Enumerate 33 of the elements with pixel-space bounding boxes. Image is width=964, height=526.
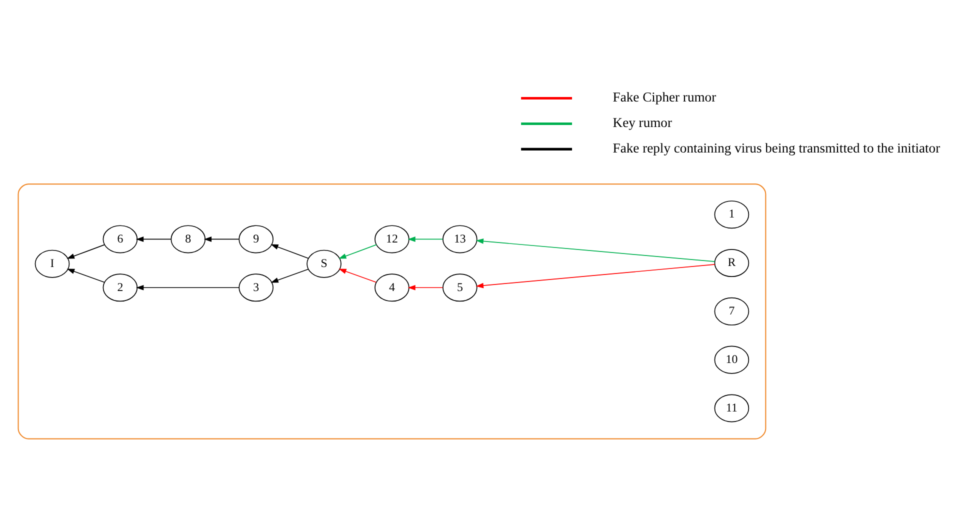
arrow — [270, 244, 309, 259]
node-ellipse: R — [714, 248, 750, 278]
arrow — [338, 244, 377, 259]
arrow — [136, 284, 240, 290]
cluster — [18, 183, 766, 440]
arrow — [204, 236, 240, 242]
arrow — [66, 244, 106, 259]
node-ellipse: 12 — [374, 225, 410, 254]
node-ellipse: 9 — [238, 225, 274, 254]
arrow — [136, 236, 172, 242]
arrow — [66, 268, 105, 283]
node-ellipse: 11 — [714, 394, 750, 422]
node-ellipse: 1 — [714, 200, 750, 229]
node-ellipse: I — [34, 250, 70, 278]
arrow — [338, 268, 377, 283]
node-ellipse: 3 — [238, 274, 274, 302]
arrow — [408, 284, 444, 290]
node-ellipse: 4 — [374, 274, 410, 302]
node-ellipse: S — [306, 250, 342, 278]
arrow — [476, 264, 716, 288]
node-ellipse: 13 — [442, 225, 478, 254]
arrow — [270, 268, 309, 283]
node-ellipse: 7 — [714, 297, 750, 326]
node-ellipse: 10 — [714, 346, 750, 374]
node-ellipse: 5 — [442, 274, 478, 302]
arrow — [476, 238, 716, 262]
node-ellipse: 8 — [170, 225, 206, 254]
node-ellipse: 2 — [102, 274, 138, 302]
arrow — [408, 236, 444, 242]
node-ellipse: 6 — [102, 225, 138, 254]
legend-label: Fake reply containing virus being transmitted to the initiator — [612, 140, 940, 156]
legend-label: Key rumor — [612, 114, 672, 130]
legend-label: Fake Cipher rumor — [612, 89, 716, 104]
